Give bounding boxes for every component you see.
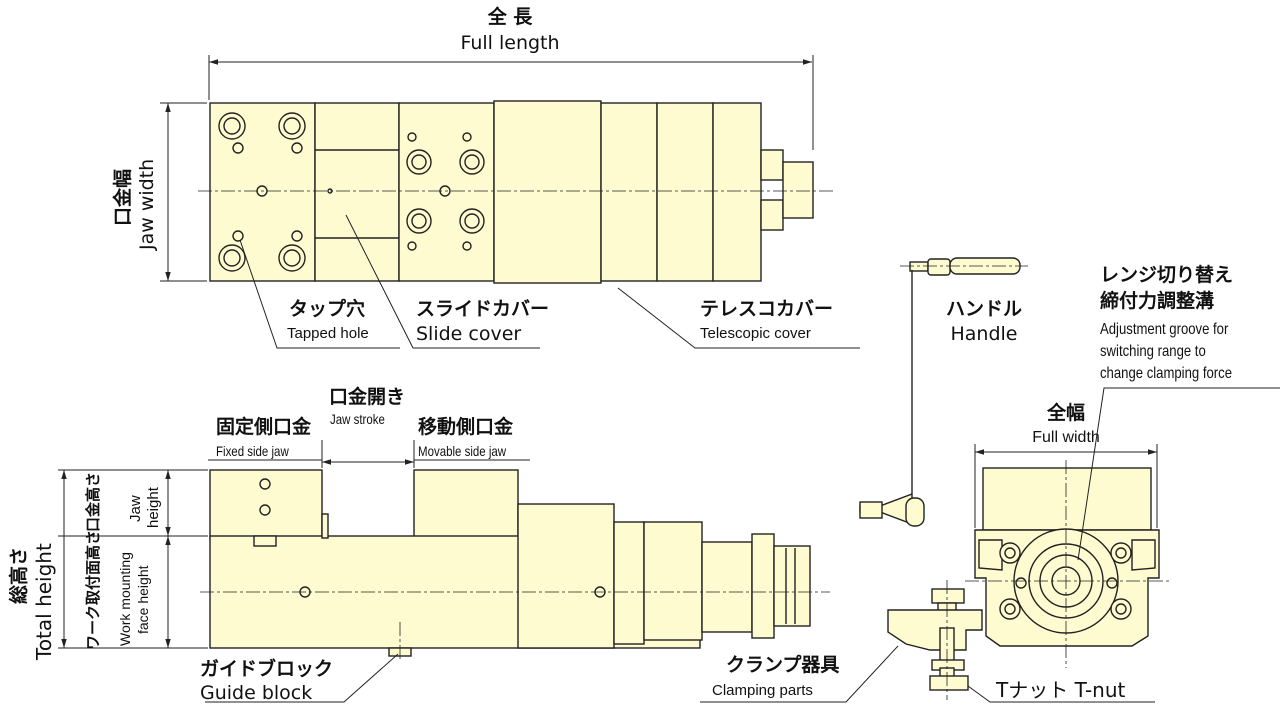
jaw-height-jp: 口金高さ	[84, 471, 102, 532]
full-length-en: Full length	[460, 32, 560, 54]
full-width-jp: 全幅	[1046, 402, 1086, 424]
work-face-en2: face height	[135, 565, 151, 635]
slide-cover-jp: スライドカバー	[416, 298, 550, 320]
jaw-width-en: Jaw width	[136, 158, 158, 250]
jaw-height-en1: Jaw	[127, 495, 144, 522]
jaw-stroke-jp: 口金開き	[328, 386, 406, 408]
adjustment-en-line3: change clamping force	[1100, 365, 1233, 382]
adjustment-en-line2: switching range to	[1100, 343, 1206, 360]
clamping-parts-en: Clamping parts	[712, 682, 813, 699]
jaw-height-en2: height	[145, 487, 162, 528]
end-view	[974, 467, 1160, 647]
movable-jaw-en: Movable side jaw	[418, 443, 507, 459]
side-view	[209, 469, 811, 657]
jaw-width-jp: 口金幅	[112, 168, 134, 226]
adjustment-jp-line1: レンジ切り替え	[1100, 264, 1234, 286]
slide-cover-en: Slide cover	[416, 323, 522, 345]
guide-block-jp: ガイドブロック	[200, 658, 334, 680]
work-face-en1: Work mounting	[117, 552, 133, 646]
telescopic-cover-en: Telescopic cover	[700, 325, 811, 342]
clamping-parts	[887, 588, 983, 691]
center-lines	[198, 190, 1170, 700]
work-face-height-jp: ワーク取付面高さ	[84, 529, 102, 650]
clamping-parts-jp: クランプ器具	[726, 654, 840, 676]
handle	[859, 257, 1021, 527]
telescopic-cover-jp: テレスコカバー	[700, 298, 834, 320]
fixed-jaw-jp: 固定側口金	[216, 416, 312, 438]
full-length-jp: 全 長	[487, 6, 533, 28]
guide-block-en: Guide block	[200, 682, 313, 704]
movable-jaw-jp: 移動側口金	[418, 416, 514, 438]
handle-jp: ハンドル	[945, 298, 1023, 320]
tapped-hole-en: Tapped hole	[287, 325, 369, 342]
total-height-en: Total height	[32, 543, 56, 660]
top-view	[209, 100, 814, 284]
t-nut-label: Tナット T-nut	[996, 678, 1126, 702]
total-height-jp: 総高さ	[8, 546, 30, 604]
tapped-hole-jp: タップ穴	[289, 298, 366, 320]
dimension-lines	[58, 55, 1280, 703]
adjustment-en-line1: Adjustment groove for	[1100, 321, 1229, 338]
full-width-en: Full width	[1032, 429, 1100, 446]
handle-en: Handle	[950, 323, 1018, 345]
adjustment-jp-line2: 締付力調整溝	[1100, 290, 1215, 312]
fixed-jaw-en: Fixed side jaw	[216, 443, 289, 459]
jaw-stroke-en: Jaw stroke	[330, 411, 385, 427]
